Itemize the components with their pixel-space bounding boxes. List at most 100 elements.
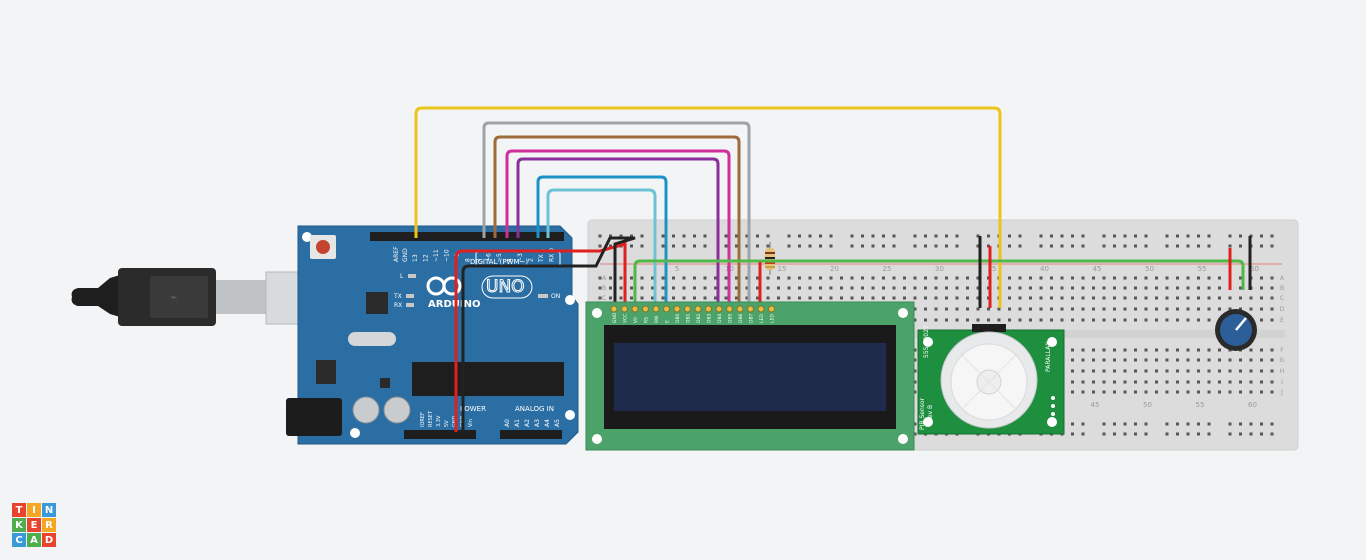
breadboard-hole[interactable] bbox=[808, 234, 812, 238]
breadboard-hole[interactable] bbox=[693, 234, 696, 238]
breadboard-hole[interactable] bbox=[609, 296, 612, 300]
breadboard-hole[interactable] bbox=[850, 234, 854, 238]
breadboard-hole[interactable] bbox=[1270, 390, 1274, 394]
breadboard-hole[interactable] bbox=[829, 296, 833, 300]
breadboard-hole[interactable] bbox=[1155, 286, 1158, 290]
breadboard-hole[interactable] bbox=[735, 296, 738, 300]
breadboard-hole[interactable] bbox=[1144, 390, 1148, 394]
breadboard-hole[interactable] bbox=[808, 296, 812, 300]
breadboard-hole[interactable] bbox=[976, 318, 980, 322]
breadboard-hole[interactable] bbox=[1165, 432, 1169, 436]
breadboard-hole[interactable] bbox=[745, 276, 749, 280]
breadboard-hole[interactable] bbox=[882, 234, 885, 238]
breadboard-hole[interactable] bbox=[1092, 348, 1095, 352]
breadboard-hole[interactable] bbox=[1092, 390, 1095, 394]
wire-black-gnd[interactable] bbox=[461, 236, 636, 432]
breadboard-hole[interactable] bbox=[1134, 369, 1137, 373]
breadboard-hole[interactable] bbox=[1134, 358, 1137, 362]
breadboard-hole[interactable] bbox=[1144, 369, 1148, 373]
breadboard-hole[interactable] bbox=[1144, 307, 1148, 311]
breadboard-hole[interactable] bbox=[945, 296, 948, 300]
breadboard-hole[interactable] bbox=[861, 286, 864, 290]
breadboard-hole[interactable] bbox=[651, 296, 654, 300]
breadboard-hole[interactable] bbox=[672, 234, 675, 238]
breadboard-hole[interactable] bbox=[1092, 307, 1095, 311]
breadboard-hole[interactable] bbox=[1155, 307, 1158, 311]
breadboard-hole[interactable] bbox=[1060, 244, 1064, 248]
breadboard-hole[interactable] bbox=[1155, 296, 1158, 300]
breadboard-hole[interactable] bbox=[1165, 296, 1169, 300]
breadboard-hole[interactable] bbox=[1207, 390, 1211, 394]
breadboard-hole[interactable] bbox=[1260, 318, 1263, 322]
breadboard-hole[interactable] bbox=[924, 234, 927, 238]
breadboard-hole[interactable] bbox=[1071, 286, 1074, 290]
breadboard-hole[interactable] bbox=[1228, 390, 1232, 394]
breadboard-hole[interactable] bbox=[1176, 422, 1179, 426]
breadboard-hole[interactable] bbox=[1018, 276, 1022, 280]
breadboard-hole[interactable] bbox=[1155, 348, 1158, 352]
breadboard-hole[interactable] bbox=[903, 286, 906, 290]
breadboard-hole[interactable] bbox=[661, 234, 665, 238]
breadboard-hole[interactable] bbox=[1239, 358, 1242, 362]
breadboard-hole[interactable] bbox=[1081, 244, 1085, 248]
breadboard-hole[interactable] bbox=[1081, 307, 1085, 311]
breadboard-hole[interactable] bbox=[1071, 380, 1074, 384]
breadboard-hole[interactable] bbox=[609, 244, 612, 248]
breadboard-hole[interactable] bbox=[1228, 244, 1232, 248]
breadboard-hole[interactable] bbox=[1060, 234, 1064, 238]
breadboard-hole[interactable] bbox=[1228, 296, 1232, 300]
breadboard-hole[interactable] bbox=[1239, 286, 1242, 290]
breadboard-hole[interactable] bbox=[693, 276, 696, 280]
breadboard-hole[interactable] bbox=[1207, 358, 1211, 362]
breadboard-hole[interactable] bbox=[1207, 276, 1211, 280]
breadboard-hole[interactable] bbox=[1113, 276, 1116, 280]
breadboard-hole[interactable] bbox=[693, 286, 696, 290]
breadboard-hole[interactable] bbox=[1176, 234, 1179, 238]
breadboard-hole[interactable] bbox=[840, 296, 843, 300]
breadboard-hole[interactable] bbox=[1186, 380, 1190, 384]
breadboard-hole[interactable] bbox=[1228, 307, 1232, 311]
wire-brown[interactable] bbox=[493, 135, 741, 310]
lcd-pin[interactable] bbox=[610, 305, 618, 313]
breadboard-hole[interactable] bbox=[1144, 422, 1148, 426]
breadboard-hole[interactable] bbox=[1239, 380, 1242, 384]
breadboard-hole[interactable] bbox=[840, 286, 843, 290]
breadboard-hole[interactable] bbox=[1071, 369, 1074, 373]
breadboard-hole[interactable] bbox=[630, 286, 633, 290]
breadboard-hole[interactable] bbox=[819, 244, 822, 248]
breadboard-hole[interactable] bbox=[1008, 318, 1011, 322]
breadboard-hole[interactable] bbox=[829, 234, 833, 238]
breadboard-hole[interactable] bbox=[966, 318, 969, 322]
breadboard-hole[interactable] bbox=[1270, 369, 1274, 373]
breadboard-hole[interactable] bbox=[850, 276, 854, 280]
breadboard-hole[interactable] bbox=[1029, 296, 1032, 300]
breadboard-hole[interactable] bbox=[955, 286, 959, 290]
breadboard-hole[interactable] bbox=[1270, 296, 1274, 300]
breadboard-hole[interactable] bbox=[966, 286, 969, 290]
breadboard-hole[interactable] bbox=[924, 318, 927, 322]
breadboard-hole[interactable] bbox=[1102, 286, 1106, 290]
lcd-pin[interactable] bbox=[631, 305, 639, 313]
breadboard-hole[interactable] bbox=[682, 244, 686, 248]
breadboard-hole[interactable] bbox=[871, 244, 875, 248]
breadboard-hole[interactable] bbox=[1050, 286, 1053, 290]
breadboard-hole[interactable] bbox=[1239, 432, 1242, 436]
breadboard-hole[interactable] bbox=[829, 286, 833, 290]
breadboard-hole[interactable] bbox=[1197, 348, 1200, 352]
breadboard-hole[interactable] bbox=[672, 276, 675, 280]
breadboard-hole[interactable] bbox=[1029, 318, 1032, 322]
breadboard-hole[interactable] bbox=[1123, 380, 1127, 384]
breadboard-hole[interactable] bbox=[1270, 358, 1274, 362]
wire-yellow[interactable] bbox=[414, 106, 1002, 308]
breadboard-hole[interactable] bbox=[808, 244, 812, 248]
breadboard-hole[interactable] bbox=[1092, 296, 1095, 300]
breadboard-hole[interactable] bbox=[1165, 390, 1169, 394]
breadboard-hole[interactable] bbox=[1102, 422, 1106, 426]
breadboard-hole[interactable] bbox=[1113, 369, 1116, 373]
breadboard-hole[interactable] bbox=[1102, 369, 1106, 373]
breadboard-hole[interactable] bbox=[724, 276, 728, 280]
breadboard-hole[interactable] bbox=[1102, 276, 1106, 280]
breadboard-hole[interactable] bbox=[1186, 390, 1190, 394]
breadboard-hole[interactable] bbox=[955, 244, 959, 248]
